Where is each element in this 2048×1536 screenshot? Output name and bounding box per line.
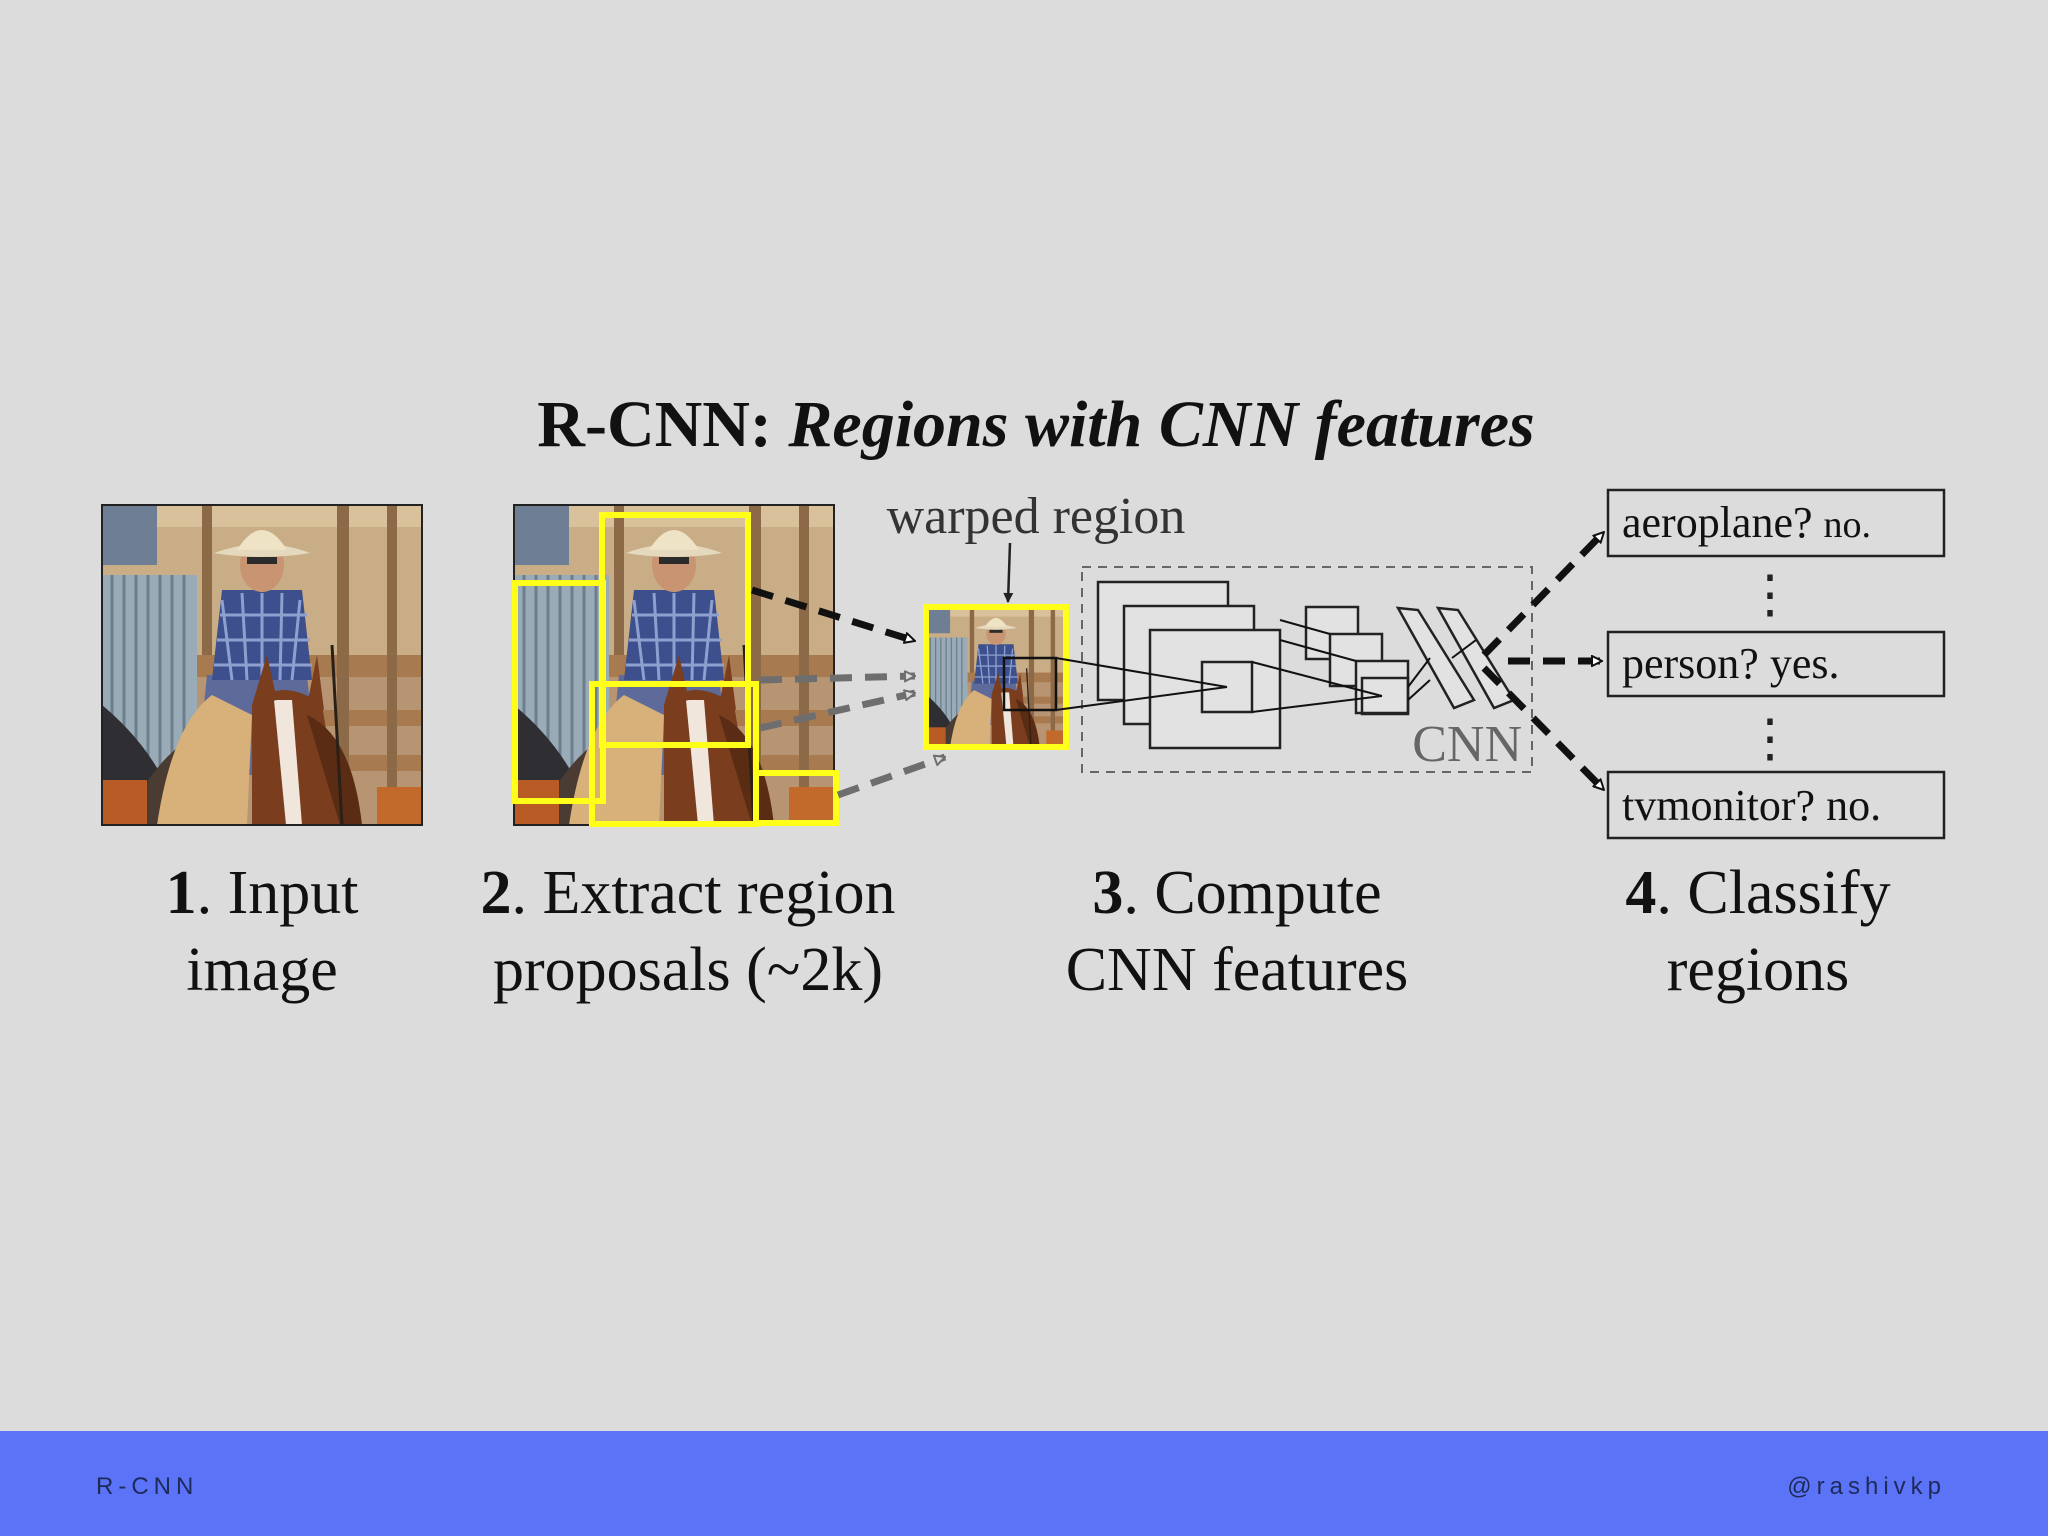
arrow-to-tvmonitor	[1481, 665, 1607, 793]
proposal-boxes	[512, 512, 839, 827]
proposal-box-small	[753, 770, 839, 826]
conv-kernel-2	[1360, 676, 1410, 716]
proposal-box-horse	[589, 681, 759, 827]
step-3-caption: 3. Compute CNN features	[1066, 859, 1409, 1004]
warped-region-pointer	[1003, 542, 1014, 603]
cnn-layers	[1096, 580, 1410, 750]
receptive-field-lines	[1055, 619, 1383, 713]
svg-text:tvmonitor? no.: tvmonitor? no.	[1622, 781, 1881, 830]
footer-handle: @rashivkp	[1787, 1473, 1946, 1500]
svg-text:proposals (~2k): proposals (~2k)	[493, 936, 883, 1004]
warped-region-border	[923, 604, 1069, 750]
warped-region-patch	[1002, 656, 1058, 712]
fc-connections	[1407, 639, 1477, 701]
warped-region-label: warped region	[887, 488, 1186, 545]
arrow-proposal-gray-2	[759, 693, 915, 732]
input-image	[101, 504, 423, 826]
svg-text:regions: regions	[1667, 936, 1850, 1004]
proposals-image	[513, 504, 835, 826]
svg-text:image: image	[186, 936, 338, 1004]
step-1-caption: 1. Input image	[166, 859, 359, 1004]
output-tvmonitor: tvmonitor? no.	[1606, 770, 1946, 840]
svg-text:person? yes.: person? yes.	[1622, 639, 1840, 688]
arrow-proposal-gray-3	[836, 753, 945, 799]
cnn-container	[1081, 566, 1533, 773]
svg-text:aeroplane? no.: aeroplane? no.	[1622, 498, 1871, 547]
footer-title: R-CNN	[96, 1473, 199, 1500]
svg-text:2. Extract region: 2. Extract region	[481, 859, 896, 927]
svg-text:4. Classify: 4. Classify	[1625, 859, 1890, 927]
cnn-label: CNN	[1412, 716, 1522, 773]
svg-text:CNN features: CNN features	[1066, 936, 1409, 1004]
step-2-caption: 2. Extract region proposals (~2k)	[481, 859, 896, 1004]
step-4-caption: 4. Classify regions	[1625, 859, 1890, 1004]
svg-text:1. Input: 1. Input	[166, 859, 359, 927]
svg-text:3. Compute: 3. Compute	[1092, 859, 1381, 927]
warped-region-image	[926, 607, 1066, 747]
diagram-title: R-CNN: Regions with CNN features	[537, 388, 1534, 461]
feature-map-6	[1354, 659, 1410, 715]
arrow-proposal-gray-1	[759, 676, 915, 684]
arrow-proposal-main	[750, 586, 915, 645]
footer-bar: R-CNN @rashivkp	[0, 1431, 2048, 1536]
output-person: person? yes.	[1606, 630, 1946, 698]
conv-kernel-1	[1200, 660, 1254, 714]
arrow-to-aeroplane	[1481, 529, 1607, 658]
output-aeroplane: aeroplane? no.	[1606, 488, 1946, 558]
ellipsis-2: ⋮	[1744, 711, 1796, 768]
fc-layer-1	[1395, 606, 1476, 710]
proposal-box-left	[512, 580, 606, 804]
ellipsis-1: ⋮	[1744, 567, 1796, 624]
